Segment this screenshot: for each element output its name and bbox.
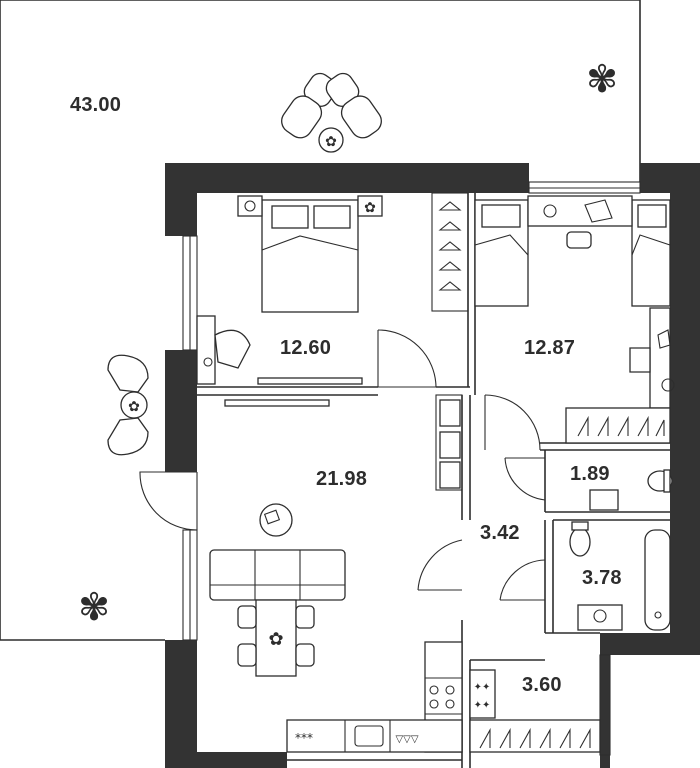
shelves-living <box>439 399 461 489</box>
terrace-chairs-left: ✿ <box>107 354 149 456</box>
windows <box>182 181 641 756</box>
double-bed: ✿ <box>237 195 383 313</box>
kids-room-area-label: 12.87 <box>524 337 576 359</box>
doors <box>139 329 546 601</box>
svg-text:✾: ✾ <box>78 585 110 629</box>
living-room-area-label: 21.98 <box>316 468 368 490</box>
wardrobe-hangers <box>438 201 462 291</box>
corridor-area-label: 3.42 <box>480 522 520 544</box>
terrace-area-label: 43.00 <box>70 94 122 116</box>
hall-fixtures: ✦✦ ✦✦ <box>469 669 601 753</box>
svg-text:✿: ✿ <box>364 200 376 216</box>
wardrobe-kids <box>565 407 671 444</box>
bath-area-label: 3.78 <box>582 567 622 589</box>
tv-bedroom <box>224 377 363 407</box>
desk-chair-bedroom <box>196 315 251 385</box>
sofa <box>209 549 346 601</box>
svg-text:***: *** <box>295 731 313 745</box>
single-beds <box>474 195 671 307</box>
svg-text:✿: ✿ <box>128 399 140 415</box>
terrace-outline <box>0 0 641 641</box>
kitchen: *** ▽▽▽ <box>286 641 463 753</box>
wc-area-label: 1.89 <box>570 463 610 485</box>
svg-text:✦✦: ✦✦ <box>474 682 491 693</box>
hall-area-label: 3.60 <box>522 674 562 696</box>
svg-text:✦✦: ✦✦ <box>474 700 491 711</box>
bedroom-area-label: 12.60 <box>280 337 332 359</box>
coffee-table <box>259 503 293 537</box>
desk-kids <box>629 307 675 409</box>
svg-text:✿: ✿ <box>268 629 283 650</box>
lounge-chairs: ✿ <box>281 72 382 153</box>
svg-text:▽▽▽: ▽▽▽ <box>395 734 418 745</box>
bath-fixtures <box>569 521 671 631</box>
svg-text:✿: ✿ <box>325 134 337 150</box>
svg-text:✾: ✾ <box>586 57 618 101</box>
exterior-walls <box>165 163 700 768</box>
plant-icon: ✾ ✾ <box>78 57 618 629</box>
wc-fixtures <box>589 469 673 511</box>
dining-table: ✿ <box>237 599 315 677</box>
